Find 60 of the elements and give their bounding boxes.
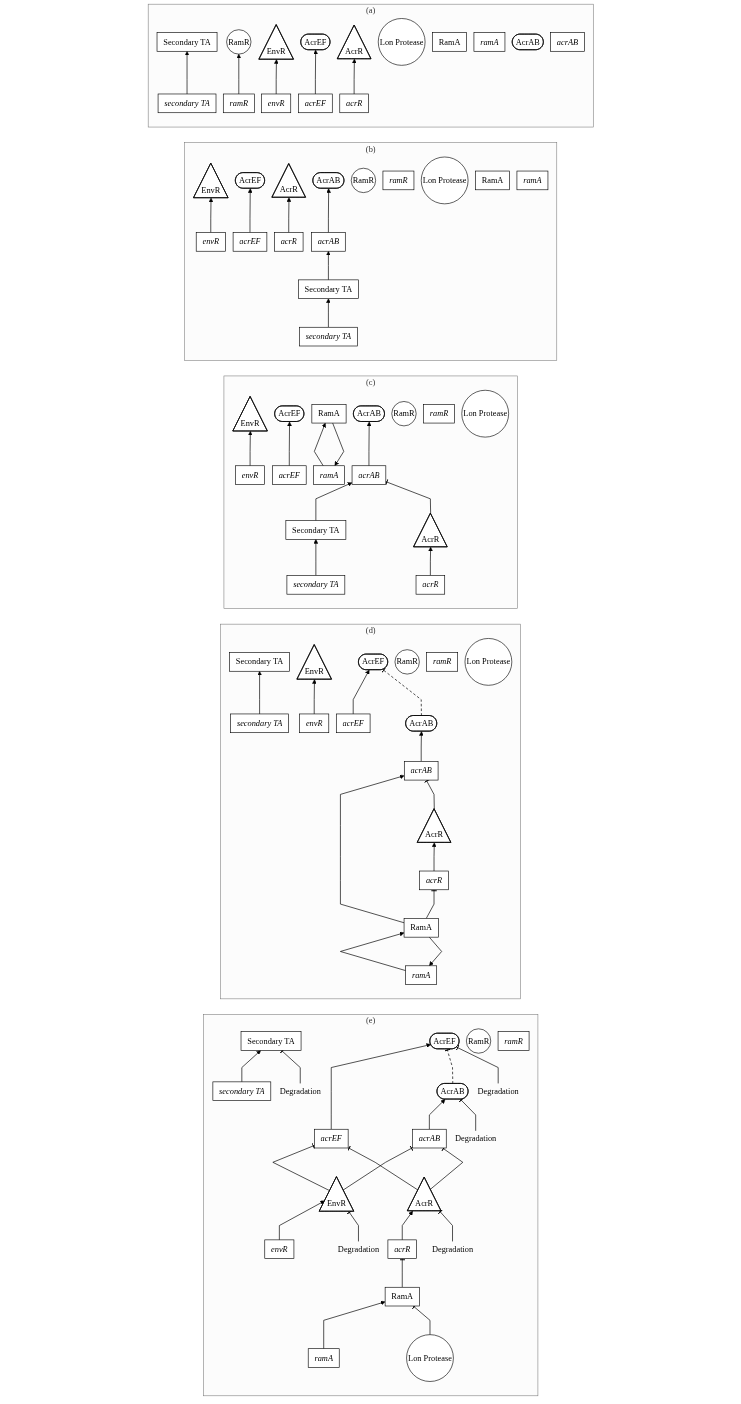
node-box: acrAB xyxy=(550,32,585,52)
node-box: acrR xyxy=(419,870,449,891)
node-box: acrAB xyxy=(403,761,439,781)
node-box: secondary TA xyxy=(286,575,345,595)
node-box: acrR xyxy=(273,232,304,252)
node-box: Secondary TA xyxy=(156,32,218,52)
node-circle: Lon Protease xyxy=(377,18,426,66)
node-box: acrR xyxy=(387,1239,417,1259)
node-box: ramR xyxy=(382,170,415,191)
node-box: ramR xyxy=(222,93,255,114)
node-box: RamA xyxy=(384,1286,420,1307)
node-box: acrEF xyxy=(313,1128,349,1149)
node-box: secondary TA xyxy=(157,93,217,114)
node-box: secondary TA xyxy=(212,1081,271,1101)
node-box: acrR xyxy=(339,93,369,114)
node-box: acrAB xyxy=(411,1128,447,1149)
node-box: ramA xyxy=(473,32,506,52)
node-box: Secondary TA xyxy=(285,520,346,540)
node-text: Degradation xyxy=(431,1244,473,1254)
node-circle: Lon Protease xyxy=(420,156,469,205)
node-box: ramR xyxy=(497,1031,530,1051)
node-box: RamA xyxy=(431,32,467,52)
node-box: envR xyxy=(299,713,329,733)
node-box: ramA xyxy=(516,170,549,191)
node-circle: RamR xyxy=(350,167,376,193)
node-text: Degradation xyxy=(279,1086,321,1096)
node-box: envR xyxy=(261,93,291,114)
node-box: Secondary TA xyxy=(229,652,290,672)
node-box: envR xyxy=(264,1239,294,1259)
node-text: Degradation xyxy=(454,1133,497,1143)
node-circle: RamR xyxy=(226,29,252,55)
node-box: secondary TA xyxy=(230,713,289,733)
node-box: ramR xyxy=(422,404,455,424)
node-circle: Lon Protease xyxy=(461,389,509,438)
node-box: envR xyxy=(195,232,226,252)
node-circle: RamR xyxy=(391,401,417,427)
node-box: acrEF xyxy=(232,232,267,252)
node-box: ramA xyxy=(312,465,345,485)
node-box: ramR xyxy=(426,652,458,672)
node-box: ramA xyxy=(307,1348,340,1368)
node-circle: RamR xyxy=(394,649,420,675)
node-box: ramA xyxy=(405,965,437,985)
node-box: acrEF xyxy=(335,713,371,733)
node-circle: RamR xyxy=(465,1028,491,1054)
node-box: acrAB xyxy=(311,232,346,252)
node-box: acrAB xyxy=(351,465,386,485)
node-box: RamA xyxy=(403,918,439,938)
node-box: acrEF xyxy=(271,465,307,485)
node-text: Degradation xyxy=(477,1086,519,1096)
node-box: Secondary TA xyxy=(240,1031,302,1051)
node-circle: Lon Protease xyxy=(464,638,512,686)
node-box: acrR xyxy=(415,575,445,595)
node-box: RamA xyxy=(311,404,347,424)
node-box: secondary TA xyxy=(298,326,358,347)
node-box: Secondary TA xyxy=(297,279,359,299)
node-box: envR xyxy=(235,465,265,485)
node-box: RamA xyxy=(474,170,510,191)
node-text: Degradation xyxy=(337,1244,379,1254)
node-box: acrEF xyxy=(297,93,333,114)
node-circle: Lon Protease xyxy=(406,1334,454,1382)
